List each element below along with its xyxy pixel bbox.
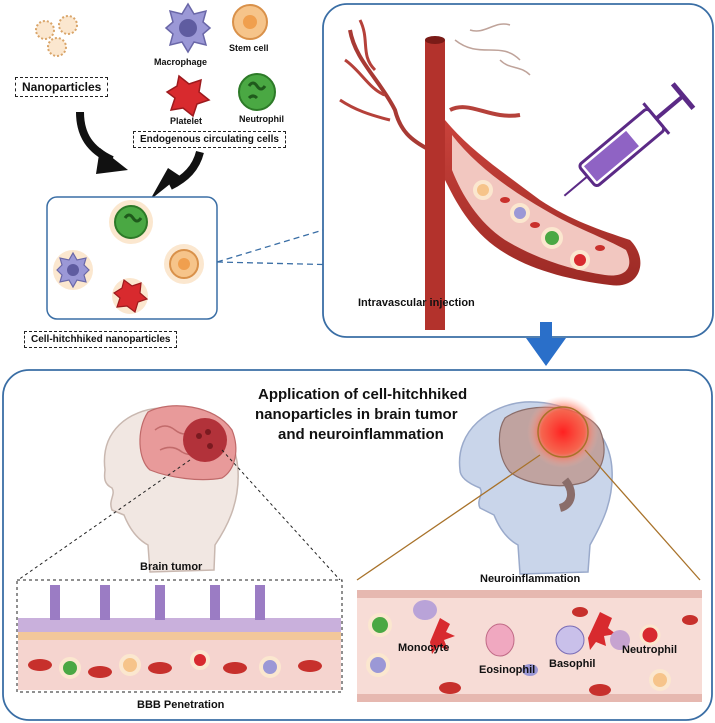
hitchhiked-platelet [112, 278, 149, 314]
application-title-line3: and neuroinflammation [278, 426, 444, 443]
zoom-right-2 [584, 449, 701, 581]
nanoparticle-icon [35, 15, 78, 57]
bbb-endothelium [18, 585, 341, 690]
label-intravascular: Intravascular injection [358, 297, 475, 309]
label-endogenous: Endogenous circulating cells [133, 131, 286, 148]
hitchhiked-panel [46, 196, 218, 320]
curved-arrow-right [150, 150, 204, 200]
label-nanoparticles: Nanoparticles [15, 77, 109, 97]
inflammation-vessel [357, 590, 702, 702]
head-brain-icon [103, 405, 239, 573]
head-inflammation-icon [458, 396, 613, 575]
stem-cell-icon [232, 4, 268, 40]
zoom-left-2 [221, 449, 341, 581]
down-arrow-icon [526, 322, 566, 366]
label-brain-tumor: Brain tumor [140, 561, 203, 573]
neutrophil-icon [238, 73, 276, 111]
application-title-line1: Application of cell-hitchhiked [258, 386, 468, 403]
platelet-icon [165, 74, 211, 118]
syringe-icon [563, 82, 696, 197]
label-eosinophil: Eosinophil [479, 664, 536, 676]
application-title-line2: nanoparticles in brain tumor [255, 406, 458, 423]
label-basophil: Basophil [549, 658, 596, 670]
label-neutrophil-2: Neutrophil [622, 644, 677, 656]
macrophage-icon [164, 2, 212, 54]
zoom-left-1 [17, 459, 191, 581]
label-monocyte: Monocyte [398, 642, 450, 654]
label-neutrophil: Neutrophil [239, 114, 284, 124]
label-platelet: Platelet [170, 116, 203, 126]
zoom-right-1 [356, 454, 541, 581]
curved-arrow-left [76, 111, 128, 174]
hitchhiked-stemcell [164, 244, 204, 284]
blood-vessel-icon [339, 19, 641, 330]
label-bbb-penetration: BBB Penetration [137, 699, 225, 711]
injection-panel [322, 3, 714, 338]
hitchhiked-macrophage [53, 250, 93, 290]
label-stem-cell: Stem cell [229, 43, 269, 53]
hitchhiked-neutrophil [109, 200, 153, 244]
label-cell-hitchhiked: Cell-hitchhiked nanoparticles [24, 331, 178, 348]
label-macrophage: Macrophage [154, 57, 208, 67]
label-neuroinflammation: Neuroinflammation [480, 573, 581, 585]
